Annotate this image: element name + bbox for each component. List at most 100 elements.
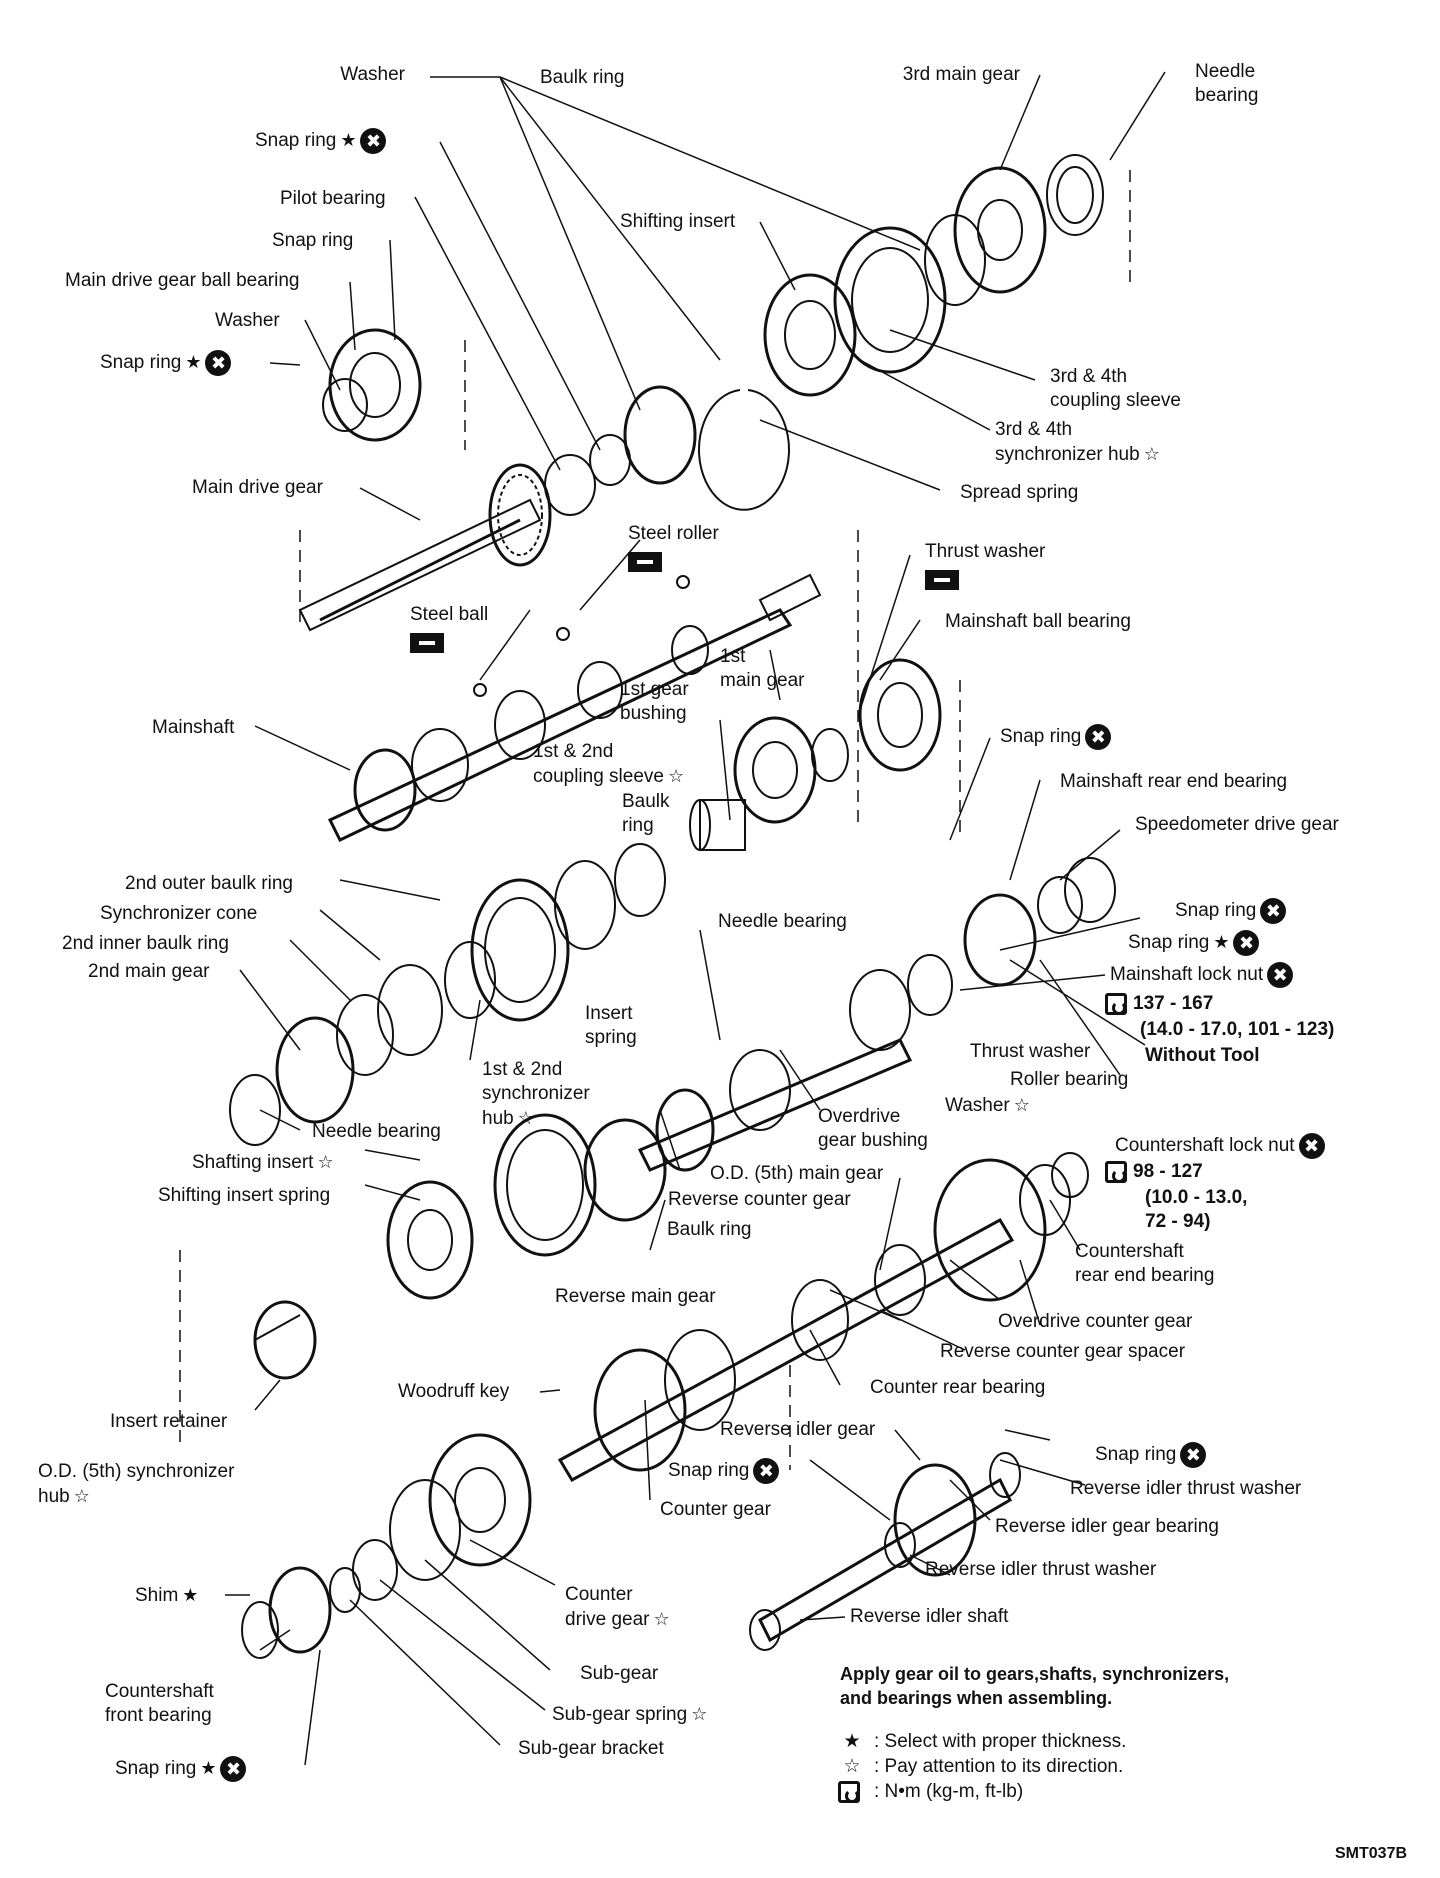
label-steel-ball: Steel ball [410,604,489,625]
figure-code: SMT037B [1335,1845,1408,1862]
legend-hollow-star-text: : Pay attention to its direction. [874,1756,1124,1777]
replace-icon: ✖ [205,350,232,376]
label-reverse-counter-gear: Reverse counter gear [668,1189,851,1210]
label-mainshaft-rear-end-bearing: Mainshaft rear end bearing [1060,771,1288,792]
filled-star-icon: ★ [843,1731,861,1752]
label-snap-ring-4: Snap ring✖ [1000,724,1112,750]
label-mainshaft-ball-bearing: Mainshaft ball bearing [945,611,1131,632]
mainshaft-rear-drawing [583,857,1116,1222]
label-baulk-ring: Baulk ring [540,67,625,88]
thrust-washer-grease-icon [925,568,959,592]
label-snap-ring-2: Snap ring [272,230,354,251]
mainshaft-drawing [327,573,822,842]
mainshaft-torque: 137 - 167 [1105,992,1213,1016]
label-3rd-4th-coupling-sleeve: 3rd & 4th coupling sleeve [1050,366,1181,411]
label-main-drive-gear: Main drive gear [192,477,323,498]
label-2nd-outer-baulk-ring: 2nd outer baulk ring [125,873,293,894]
label-3rd-main-gear: 3rd main gear [902,64,1020,85]
label-mainshaft: Mainshaft [152,717,235,738]
label-snap-ring-5: Snap ring✖ [1175,898,1287,924]
label-spread-spring: Spread spring [960,482,1079,503]
filled-star-icon: ★ [182,1585,199,1605]
hollow-star-icon: ☆ [73,1486,90,1506]
label-countershaft-rear-end-bearing: Countershaft rear end bearing [1075,1241,1215,1286]
label-insert-spring: Insert spring [585,1003,637,1048]
counter-drive-gear-text: Counter drive gear [565,1584,650,1630]
snap-ring-4-text: Snap ring [1000,726,1082,748]
hollow-star-icon: ☆ [691,1704,708,1724]
label-steel-roller: Steel roller [628,523,719,544]
replace-icon: ✖ [1298,1133,1325,1159]
label-counter-rear-bearing: Counter rear bearing [870,1377,1046,1398]
label-woodruff-key: Woodruff key [398,1381,510,1402]
label-snap-ring-3: Snap ring★✖ [100,350,232,376]
label-baulk-ring-mid: Baulk ring [622,791,670,836]
replace-icon: ✖ [1180,1442,1207,1468]
replace-icon: ✖ [360,128,387,154]
label-shim: Shim★ [135,1583,198,1608]
main-drive-gear-drawing [298,328,790,632]
label-thrust-washer-top: Thrust washer [925,541,1046,562]
label-snap-ring-6: Snap ring★✖ [1128,930,1260,956]
label-reverse-idler-shaft: Reverse idler shaft [850,1606,1009,1627]
hollow-star-icon: ☆ [653,1609,670,1629]
legend-torque: : N•m (kg-m, ft-lb) [830,1780,1023,1804]
label-od-synchronizer-hub: O.D. (5th) synchronizer hub☆ [38,1460,234,1509]
label-pilot-bearing: Pilot bearing [280,188,386,209]
replace-icon: ✖ [753,1458,780,1484]
torque-wrench-icon [830,1780,874,1804]
replace-icon: ✖ [1085,724,1112,750]
countershaft-torque: 98 - 127 [1105,1160,1203,1184]
label-washer-2: Washer [215,310,280,331]
label-sub-gear-bracket: Sub-gear bracket [518,1738,664,1759]
label-sub-gear: Sub-gear [580,1663,659,1684]
label-1st-gear-bushing: 1st gear bushing [620,679,689,724]
mainshaft-lock-nut-text: Mainshaft lock nut [1110,964,1264,986]
label-countershaft-front-bearing: Countershaft front bearing [105,1681,214,1726]
label-needle-bearing-top: Needle bearing [1195,61,1259,106]
shim-text: Shim [135,1585,179,1606]
label-1st-main-gear: 1st main gear [720,646,805,691]
label-overdrive-gear-bushing: Overdrive gear bushing [818,1106,928,1151]
label-reverse-idler-gear: Reverse idler gear [720,1419,876,1440]
shafting-insert-text: Shafting insert [192,1152,314,1173]
snap-ring-5-text: Snap ring [1175,900,1257,922]
snap-ring-3-text: Snap ring [100,352,182,374]
filled-star-icon: ★ [340,130,357,151]
first-gear-drawing [689,658,942,851]
snap-ring-9-text: Snap ring [115,1758,197,1780]
countershaft-torque-value: 98 - 127 [1133,1161,1203,1182]
snap-ring-7-text: Snap ring [1095,1444,1177,1466]
label-1st-2nd-synchronizer-hub: 1st & 2nd synchronizer hub☆ [482,1058,590,1131]
hollow-star-icon: ☆ [1143,444,1160,464]
label-3rd-4th-synchronizer-hub: 3rd & 4th synchronizer hub☆ [995,418,1160,467]
label-mainshaft-lock-nut: Mainshaft lock nut✖ [1110,962,1294,988]
hollow-star-icon: ☆ [317,1152,334,1172]
label-countershaft-lock-nut: Countershaft lock nut✖ [1115,1133,1325,1159]
legend-hollow-star: ☆ : Pay attention to its direction. [830,1755,1123,1779]
hollow-star-icon: ☆ [667,766,685,786]
label-counter-drive-gear: Counter drive gear☆ [565,1583,670,1632]
legend-torque-text: : N•m (kg-m, ft-lb) [874,1781,1024,1802]
legend-filled-star: ★ : Select with proper thickness. [830,1730,1126,1754]
synchronizer-hub-34-text: 3rd & 4th synchronizer hub [995,419,1140,465]
legend-filled-star-text: : Select with proper thickness. [874,1731,1127,1752]
filled-star-icon: ★ [185,352,202,373]
label-synchronizer-cone: Synchronizer cone [100,903,258,924]
snap-ring-1-text: Snap ring [255,130,337,152]
label-reverse-idler-thrust-washer-2: Reverse idler thrust washer [925,1559,1157,1580]
label-overdrive-counter-gear: Overdrive counter gear [998,1311,1193,1332]
filled-star-icon: ★ [200,1758,217,1779]
label-shafting-insert: Shafting insert☆ [192,1150,334,1175]
label-1st-2nd-coupling-sleeve: 1st & 2nd coupling sleeve☆ [533,740,684,789]
torque-wrench-icon [1105,1160,1127,1183]
hollow-star-icon: ☆ [1013,1095,1030,1115]
hollow-star-icon: ☆ [843,1756,861,1777]
assembly-note: Apply gear oil to gears,shafts, synchron… [840,1664,1230,1708]
label-washer-mid: Washer☆ [945,1093,1030,1118]
label-shifting-insert-spring: Shifting insert spring [158,1185,331,1206]
label-reverse-idler-gear-bearing: Reverse idler gear bearing [995,1516,1219,1537]
label-washer: Washer [340,64,405,85]
od-synchronizer-hub-text: O.D. (5th) synchronizer hub [38,1461,235,1507]
